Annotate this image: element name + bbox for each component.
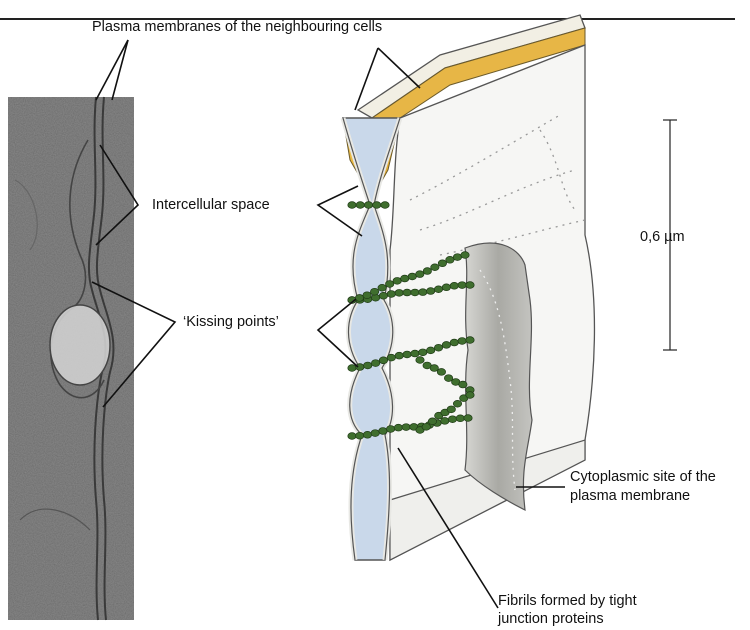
fibril-bead (431, 264, 439, 271)
fibril-bead (442, 341, 450, 348)
fibril-bead (447, 406, 455, 413)
fibril-bead (401, 275, 409, 282)
fibril-bead (402, 424, 410, 431)
fibril-bead (453, 254, 461, 261)
fibril-bead (395, 289, 403, 296)
fibril-bead (364, 362, 372, 369)
fibril-bead (370, 288, 378, 295)
fibril-bead (426, 347, 434, 354)
label-intercellular-space: Intercellular space (152, 196, 270, 215)
fibril-bead (466, 337, 474, 344)
fibril-bead (430, 365, 438, 372)
electron-micrograph (8, 97, 134, 620)
fibril-bead (411, 350, 419, 357)
fibril-bead (356, 202, 364, 209)
fibril-bead (364, 202, 372, 209)
fibril-bead (442, 284, 450, 291)
label-plasma-membranes: Plasma membranes of the neighbouring cel… (92, 18, 382, 37)
fibril-bead (348, 365, 356, 372)
fibril-bead (450, 282, 458, 289)
fibril-bead (466, 282, 474, 289)
fibril-bead (434, 286, 442, 293)
fibril-bead (441, 417, 449, 424)
fibril-bead (428, 418, 436, 425)
fibril-bead (394, 424, 402, 431)
fibril-bead (386, 426, 394, 433)
label-cytoplasmic-line2: plasma membrane (570, 487, 690, 506)
label-cytoplasmic-line1: Cytoplasmic site of the (570, 468, 716, 487)
fibril-bead (423, 268, 431, 275)
fibril-bead (387, 354, 395, 361)
fibril-bead (385, 281, 393, 288)
label-fibrils-line1: Fibrils formed by tight (498, 592, 637, 611)
fibril-bead (356, 432, 364, 439)
fibril-bead (393, 277, 401, 284)
fibril-bead (458, 282, 466, 289)
fibril-bead (379, 428, 387, 435)
fibril-bead (373, 202, 381, 209)
fibril-bead (461, 252, 469, 259)
label-fibrils-line2: junction proteins (498, 610, 604, 629)
fibril-bead (426, 288, 434, 295)
fibril-bead (348, 202, 356, 209)
fibril-bead (408, 273, 416, 280)
label-scale: 0,6 µm (640, 228, 685, 247)
fibril-bead (363, 292, 371, 299)
fibril-bead (371, 360, 379, 367)
fibril-bead (378, 284, 386, 291)
fibril-bead (422, 423, 430, 430)
fibril-bead (437, 369, 445, 376)
fibril-bead (379, 292, 387, 299)
fibril-bead (348, 433, 356, 440)
fibril-bead (387, 291, 395, 298)
fibril-bead (381, 202, 389, 209)
fibril-bead (453, 400, 461, 407)
fibril-bead (448, 416, 456, 423)
fibril-bead (371, 430, 379, 437)
fibril-bead (395, 352, 403, 359)
fibril-bead (446, 256, 454, 263)
fibril-bead (419, 349, 427, 356)
fibril-bead (456, 415, 464, 422)
fibril-bead (464, 415, 472, 422)
fibril-bead (355, 294, 363, 301)
fibril-bead (416, 271, 424, 278)
fibril-bead (419, 289, 427, 296)
label-kissing-points: ‘Kissing points’ (183, 313, 279, 332)
fibril-bead (411, 289, 419, 296)
fibril-bead (363, 431, 371, 438)
fibril-bead (458, 338, 466, 345)
fibril-bead (379, 357, 387, 364)
fibril-bead (466, 392, 474, 399)
fibril-bead (450, 339, 458, 346)
fibril-bead (403, 289, 411, 296)
fibril-bead (434, 344, 442, 351)
fibril-bead (403, 351, 411, 358)
fibril-bead (444, 375, 452, 382)
fibril-bead (459, 381, 467, 388)
fibril-bead (438, 260, 446, 267)
fibril-bead (416, 357, 424, 364)
